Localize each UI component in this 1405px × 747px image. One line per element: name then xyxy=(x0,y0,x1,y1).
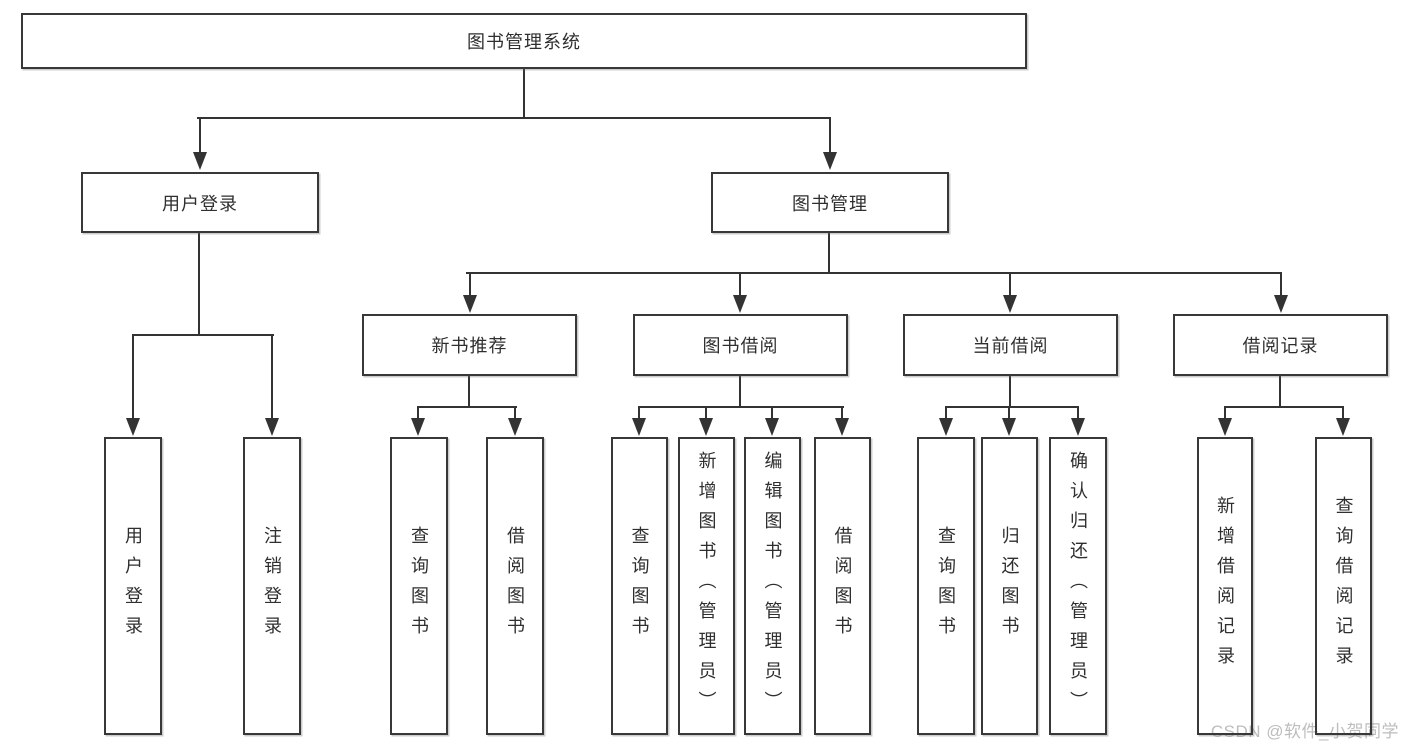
connector-line xyxy=(466,272,1282,274)
node-new-book-recommend: 新书推荐 xyxy=(362,314,577,376)
connector-line xyxy=(771,406,773,420)
connector-line xyxy=(829,118,831,154)
connector-line xyxy=(945,406,947,420)
leaf-query-books-3: 查询图书 xyxy=(917,437,975,735)
node-book-management: 图书管理 xyxy=(711,172,949,233)
arrowhead-icon xyxy=(1274,295,1288,313)
leaf-return-book: 归还图书 xyxy=(981,437,1038,735)
connector-line xyxy=(1009,376,1011,408)
leaf-confirm-return-admin: 确认归还（管理员） xyxy=(1049,437,1107,735)
connector-line xyxy=(132,334,274,336)
connector-line xyxy=(705,406,707,420)
connector-line xyxy=(1224,406,1344,408)
leaf-add-book-admin: 新增图书（管理员） xyxy=(678,437,735,735)
node-borrow-records: 借阅记录 xyxy=(1173,314,1388,376)
connector-line xyxy=(828,233,830,274)
arrowhead-icon xyxy=(1336,418,1350,436)
leaf-query-books-1-label: 查询图书 xyxy=(409,526,429,646)
connector-line xyxy=(197,117,831,119)
connector-line xyxy=(1077,406,1079,420)
connector-line xyxy=(1009,272,1011,297)
arrowhead-icon xyxy=(1218,418,1232,436)
leaf-add-borrow-record-label: 新增借阅记录 xyxy=(1215,496,1235,676)
connector-line xyxy=(841,406,843,420)
arrowhead-icon xyxy=(265,418,279,436)
leaf-query-books-2-label: 查询图书 xyxy=(629,526,650,646)
leaf-query-borrow-record-label: 查询借阅记录 xyxy=(1333,496,1354,676)
leaf-add-borrow-record: 新增借阅记录 xyxy=(1197,437,1253,735)
connector-line xyxy=(739,272,741,297)
connector-line xyxy=(945,406,1079,408)
connector-line xyxy=(638,406,640,420)
connector-line xyxy=(417,406,419,420)
arrowhead-icon xyxy=(1002,418,1016,436)
connector-line xyxy=(468,376,470,408)
arrowhead-icon xyxy=(835,418,849,436)
leaf-edit-book-admin: 编辑图书（管理员） xyxy=(744,437,801,735)
connector-line xyxy=(1280,272,1282,297)
arrowhead-icon xyxy=(939,418,953,436)
leaf-edit-book-admin-label: 编辑图书（管理员） xyxy=(762,451,783,721)
leaf-logout: 注销登录 xyxy=(243,437,301,735)
leaf-query-books-1: 查询图书 xyxy=(390,437,448,735)
arrowhead-icon xyxy=(193,152,207,170)
connector-line xyxy=(198,233,200,336)
connector-line xyxy=(514,406,516,420)
node-new-book-recommend-label: 新书推荐 xyxy=(431,336,508,356)
leaf-user-login-label: 用户登录 xyxy=(123,526,143,646)
connector-line xyxy=(1008,406,1010,420)
connector-line xyxy=(271,334,273,420)
leaf-query-borrow-record: 查询借阅记录 xyxy=(1315,437,1372,735)
leaf-query-books-3-label: 查询图书 xyxy=(936,526,956,646)
leaf-confirm-return-admin-label: 确认归还（管理员） xyxy=(1068,451,1088,721)
arrowhead-icon xyxy=(126,418,140,436)
node-user-login-label: 用户登录 xyxy=(162,193,238,214)
leaf-add-book-admin-label: 新增图书（管理员） xyxy=(696,451,717,721)
arrowhead-icon xyxy=(411,418,425,436)
node-current-borrow: 当前借阅 xyxy=(903,314,1118,376)
leaf-borrow-books-2: 借阅图书 xyxy=(814,437,871,735)
leaf-query-books-2: 查询图书 xyxy=(611,437,668,735)
leaf-return-book-label: 归还图书 xyxy=(999,526,1020,646)
connector-line xyxy=(523,69,525,119)
connector-line xyxy=(1342,406,1344,420)
leaf-logout-label: 注销登录 xyxy=(262,526,282,646)
arrowhead-icon xyxy=(632,418,646,436)
connector-line xyxy=(1279,376,1281,408)
arrowhead-icon xyxy=(733,295,747,313)
node-book-borrow: 图书借阅 xyxy=(633,314,848,376)
connector-line xyxy=(132,334,134,420)
arrowhead-icon xyxy=(463,295,477,313)
node-library-system: 图书管理系统 xyxy=(21,13,1027,69)
arrowhead-icon xyxy=(1003,295,1017,313)
leaf-user-login: 用户登录 xyxy=(104,437,162,735)
connector-line xyxy=(199,118,201,154)
connector-line xyxy=(469,272,471,297)
leaf-borrow-books-1: 借阅图书 xyxy=(486,437,544,735)
connector-line xyxy=(739,376,741,408)
arrowhead-icon xyxy=(765,418,779,436)
connector-line xyxy=(1224,406,1226,420)
node-book-management-label: 图书管理 xyxy=(792,193,868,214)
connector-line xyxy=(417,406,517,408)
watermark-text: CSDN @软件_小贺同学 xyxy=(1210,722,1399,741)
leaf-borrow-books-1-label: 借阅图书 xyxy=(505,526,525,646)
arrowhead-icon xyxy=(508,418,522,436)
node-user-login: 用户登录 xyxy=(81,172,319,233)
node-library-system-label: 图书管理系统 xyxy=(467,32,581,52)
arrowhead-icon xyxy=(699,418,713,436)
node-book-borrow-label: 图书借阅 xyxy=(702,336,779,356)
arrowhead-icon xyxy=(823,152,837,170)
arrowhead-icon xyxy=(1071,418,1085,436)
leaf-borrow-books-2-label: 借阅图书 xyxy=(832,526,853,646)
connector-line xyxy=(638,406,844,408)
node-borrow-records-label: 借阅记录 xyxy=(1242,336,1319,356)
node-current-borrow-label: 当前借阅 xyxy=(972,336,1049,356)
